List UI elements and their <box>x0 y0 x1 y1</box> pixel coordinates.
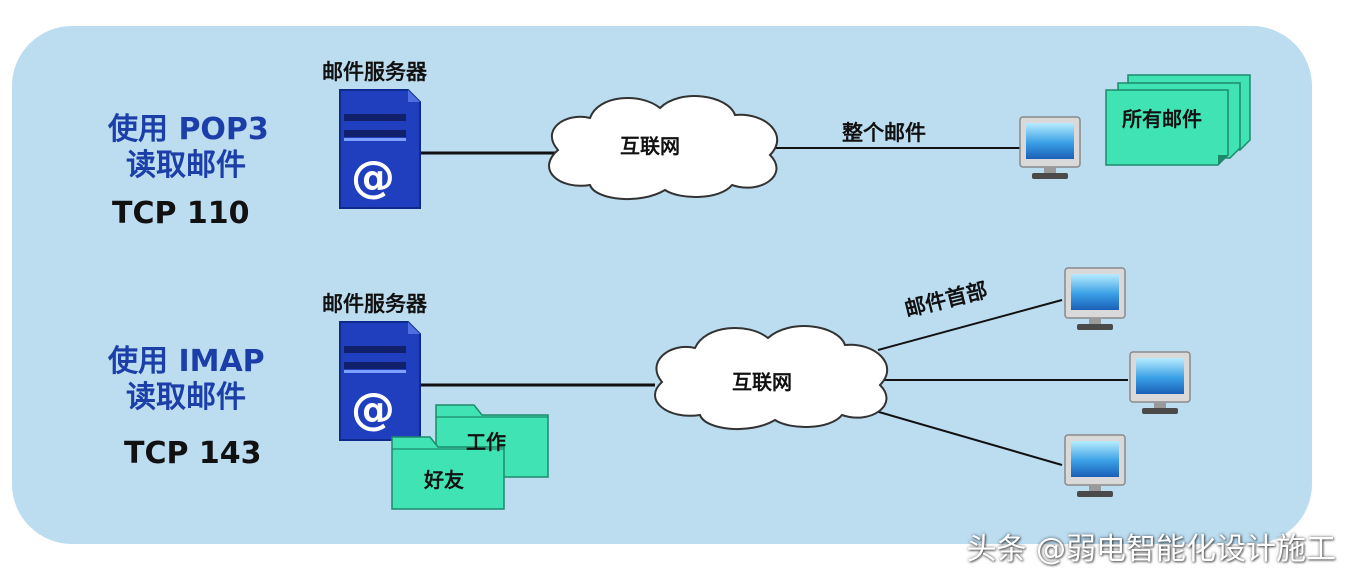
pop3-title-line1: 使用 POP3 <box>108 112 269 147</box>
pop3-internet-label: 互联网 <box>620 134 680 158</box>
documents-label: 所有邮件 <box>1122 107 1202 131</box>
at-symbol: @ <box>346 152 400 206</box>
imap-server-label: 邮件服务器 <box>322 292 427 316</box>
internet-cloud-icon <box>654 325 888 431</box>
imap-title-line2: 读取邮件 <box>126 380 246 415</box>
computer-icon <box>1129 351 1191 415</box>
pop3-port: TCP 110 <box>112 196 250 231</box>
pop3-link-label: 整个邮件 <box>842 121 926 145</box>
folder-label-friends: 好友 <box>424 468 464 492</box>
internet-cloud-icon <box>548 95 778 201</box>
computer-icon <box>1064 267 1126 331</box>
imap-title-line1: 使用 IMAP <box>108 344 265 379</box>
link-internet-to-client-1 <box>877 299 1063 351</box>
folder-label-work: 工作 <box>466 430 506 454</box>
pop3-title-line2: 读取邮件 <box>126 148 246 183</box>
computer-icon <box>1064 434 1126 498</box>
pop3-server-label: 邮件服务器 <box>322 60 427 84</box>
imap-port: TCP 143 <box>124 436 262 471</box>
link-internet-to-client-3 <box>871 409 1063 466</box>
computer-icon <box>1019 116 1081 180</box>
documents-icon <box>1105 74 1251 166</box>
at-symbol: @ <box>346 384 400 438</box>
imap-internet-label: 互联网 <box>732 370 792 394</box>
watermark-text: 头条 @弱电智能化设计施工 <box>966 532 1336 567</box>
